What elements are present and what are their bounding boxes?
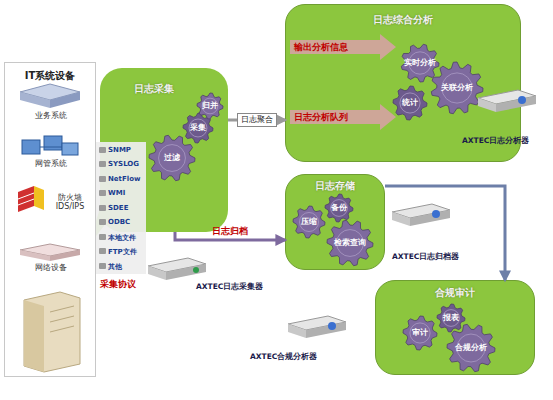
appliance-name: AXTEC日志采集器 <box>196 282 263 292</box>
box-title: 合规审计 <box>376 286 534 300</box>
protocol-name: SYSLOG <box>108 160 139 168</box>
firewall-icon <box>18 186 44 212</box>
gear-label: 审计 <box>409 329 431 337</box>
gear-outline <box>401 44 439 82</box>
device-label: 防火墙 IDS/IPS <box>45 193 95 211</box>
protocol-name: NetFlow <box>108 175 140 183</box>
protocol-name: FTP文件 <box>108 247 137 257</box>
gear-outline <box>197 93 223 119</box>
device-label: 网络设备 <box>7 263 95 272</box>
protocol-name: WMI <box>108 189 125 197</box>
box-title: 日志综合分析 <box>286 13 520 27</box>
protocol-icons <box>99 147 106 269</box>
gear-node: 合规分析 <box>446 323 496 373</box>
gear-outline <box>431 62 483 114</box>
edge-label: 日志聚合 <box>237 113 277 127</box>
gear-node: 关联分析 <box>430 61 484 115</box>
gear-outline <box>447 324 495 371</box>
gear-label: 合规分析 <box>452 344 490 352</box>
appliance-icon <box>478 90 536 112</box>
business-system-icon <box>20 84 80 108</box>
device-item: 防火墙 IDS/IPS <box>45 193 95 215</box>
flow-arrow <box>385 186 505 280</box>
gear-node: 过滤 <box>148 134 196 182</box>
gear-node: 审计 <box>402 315 438 351</box>
gear-label: 检索查询 <box>331 239 369 247</box>
gear-node: 压缩 <box>292 205 326 239</box>
device-item: 业务系统 <box>7 111 95 123</box>
gear-label: 压缩 <box>298 218 320 226</box>
gear-hub <box>410 323 430 343</box>
gear-label: 统计 <box>399 99 421 107</box>
gear-label: 过滤 <box>161 154 183 162</box>
note-text: 输出分析信息 <box>294 41 348 54</box>
gear-hub <box>159 145 186 172</box>
box-title: IT系统设备 <box>5 69 95 83</box>
gear-label: 实时分析 <box>401 59 439 67</box>
gear-label: 报表 <box>440 314 462 322</box>
appliance-name: AXTEC日志归档器 <box>392 252 459 262</box>
gear-label: 采集 <box>187 124 209 132</box>
box-title: 日志采集 <box>90 82 218 96</box>
appliance-icon <box>392 204 450 226</box>
device-label: 网管系统 <box>7 159 95 168</box>
gear-outline <box>437 304 465 332</box>
analysis-arrows <box>290 34 396 130</box>
flow-arrow <box>175 232 285 240</box>
gear-outline <box>403 316 437 350</box>
protocol-name: SNMP <box>108 146 131 154</box>
network-management-icon <box>22 136 78 155</box>
gear-outline <box>293 206 325 238</box>
box-title: 日志存储 <box>286 179 384 193</box>
appliance-name: AXTEC合规分析器 <box>250 352 317 362</box>
device-item: 网络设备 <box>7 263 95 275</box>
note-text: 日志分析队列 <box>294 111 348 124</box>
flow-arrow <box>228 119 285 122</box>
gear-outline <box>327 220 373 265</box>
gear-node: 备份 <box>324 193 354 223</box>
gear-node: 统计 <box>392 85 428 121</box>
gear-label: 备份 <box>328 204 350 212</box>
gear-label: 关联分析 <box>438 84 476 92</box>
protocol-name: 本地文件 <box>108 233 136 243</box>
gear-outline <box>325 194 353 222</box>
protocol-name: SDEE <box>108 204 128 212</box>
gear-node: 报表 <box>436 303 466 333</box>
appliance-icon <box>148 258 206 280</box>
appliance-icon <box>288 316 346 338</box>
note-text: 采集协议 <box>100 278 136 291</box>
protocol-name: ODBC <box>108 218 130 226</box>
edge-label: 日志归档 <box>212 225 248 238</box>
gear-node: 归并 <box>196 92 224 120</box>
gear-hub <box>400 93 420 113</box>
device-label: 业务系统 <box>7 111 95 120</box>
process-box: 合规审计审计 报表合规分析 <box>375 280 535 375</box>
gear-node: 检索查询 <box>326 219 374 267</box>
gear-outline <box>149 135 195 180</box>
gear-label: 归并 <box>199 102 221 110</box>
gear-outline <box>393 86 427 120</box>
appliance-name: AXTEC日志分析器 <box>462 136 529 146</box>
process-box: 日志存储压缩备份检索查询 <box>285 174 385 270</box>
server-icon <box>24 292 80 372</box>
protocol-strip <box>96 142 146 274</box>
protocol-name: 其他 <box>108 262 122 272</box>
device-item: 网管系统 <box>7 159 95 171</box>
network-device-icon <box>20 244 80 261</box>
